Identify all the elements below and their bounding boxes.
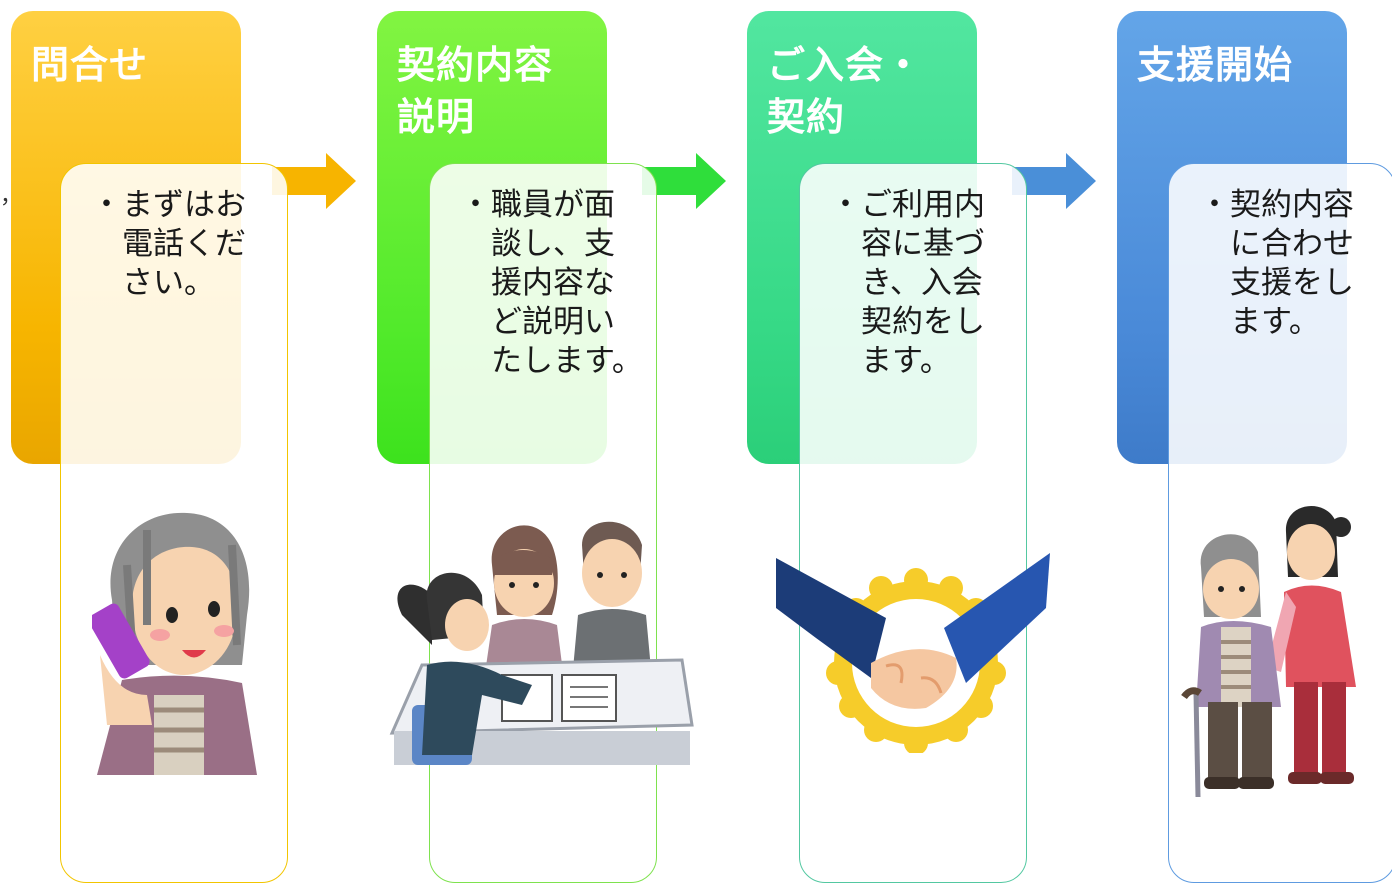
step-3-card: ・ご利用内 容に基づ き、入会 契約をし ます。 bbox=[799, 163, 1027, 883]
step-4-title: 支援開始 bbox=[1137, 43, 1294, 87]
consultation-illustration bbox=[389, 521, 694, 765]
step-1-description: ・まずはお 電話くだ さい。 bbox=[91, 187, 246, 301]
step-3-description: ・ご利用内 容に基づ き、入会 契約をし ます。 bbox=[830, 187, 985, 379]
step-1-to-2-arrow bbox=[272, 153, 356, 209]
handshake-illustration bbox=[776, 553, 1050, 753]
step-3-title: ご入会・ 契約 bbox=[767, 43, 924, 139]
step-2-to-3-arrow bbox=[642, 153, 726, 209]
step-4-card: ・契約内容 に合わせ 支援をし ます。 bbox=[1168, 163, 1392, 883]
edge-mark: ， bbox=[0, 184, 23, 209]
caregiver-illustration bbox=[1181, 505, 1356, 798]
step-1-title: 問合せ bbox=[31, 43, 149, 87]
step-2-title: 契約内容 説明 bbox=[397, 43, 554, 139]
step-4-description: ・契約内容 に合わせ 支援をし ます。 bbox=[1199, 187, 1354, 340]
step-3-to-4-arrow bbox=[1012, 153, 1096, 209]
step-2-description: ・職員が面 談し、支 援内容な ど説明い たします。 bbox=[460, 187, 643, 379]
woman-on-phone-illustration bbox=[92, 512, 257, 775]
